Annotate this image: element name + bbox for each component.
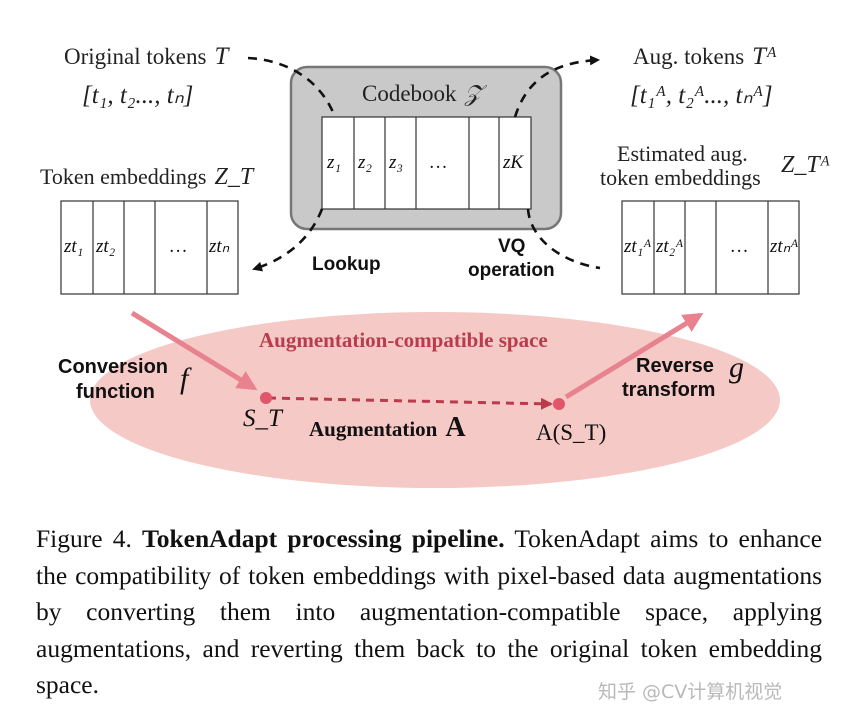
codebook-to-aug-arrow (513, 55, 600, 118)
vq-label-line2: operation (468, 260, 555, 281)
codebook-cell-z1: z₁ (326, 152, 341, 173)
codebook-cell-ellipsis: … (430, 152, 447, 173)
s-t-dot (260, 392, 272, 404)
token-cell-zt2: zt₂ (95, 236, 116, 257)
estimated-cell-ztna: ztₙᴬ (769, 236, 798, 257)
conversion-label-line1: Conversion (58, 356, 168, 378)
token-embeddings-cells: zt₁ zt₂ … ztₙ (60, 200, 239, 295)
estimated-label-line1: Estimated aug. (617, 141, 748, 166)
estimated-cell-zt1a: zt₁ᴬ (623, 236, 651, 257)
token-cell-zt1: zt₁ (63, 236, 83, 257)
reverse-label-line1: Reverse (636, 355, 714, 377)
figure-title: TokenAdapt processing pipeline. (142, 524, 505, 553)
estimated-cell-ellipsis: … (731, 236, 748, 257)
figure-number: Figure 4. (36, 524, 132, 553)
codebook-cell-z2: z₂ (357, 152, 372, 173)
aug-tokens-list: [t₁ᴬ, t₂ᴬ..., tₙᴬ] (630, 82, 773, 109)
figure-body: TokenAdapt aims to enhance the compatibi… (36, 524, 823, 699)
watermark: 知乎 @CV计算机视觉 (598, 681, 783, 703)
estimated-label-line2: token embeddings (600, 165, 761, 190)
conversion-arrow (130, 310, 258, 391)
conversion-label-line2: function (76, 381, 155, 403)
a-st-dot (553, 398, 565, 410)
s-t-label: S_T (243, 405, 284, 432)
original-tokens-list: [t₁, t₂..., tₙ] (82, 82, 193, 109)
vq-label-line1: VQ (498, 236, 525, 257)
estimated-cells: zt₁ᴬ zt₂ᴬ … ztₙᴬ (621, 200, 800, 295)
lookup-label: Lookup (312, 254, 381, 275)
reverse-arrow (564, 312, 704, 400)
reverse-symbol: g (729, 351, 744, 384)
codebook-cells: z₁ z₂ z₃ … zK (321, 116, 532, 210)
original-to-codebook-connector (247, 56, 337, 118)
a-st-label: A(S_T) (536, 420, 606, 445)
space-label: Augmentation-compatible space (259, 328, 548, 352)
augmentation-arrow (267, 396, 553, 410)
vq-connector (526, 208, 601, 270)
figure-caption: Figure 4. TokenAdapt processing pipeline… (36, 521, 822, 704)
estimated-cell-zt2a: zt₂ᴬ (655, 236, 683, 257)
codebook-cell-z3: z₃ (388, 152, 403, 173)
token-cell-ellipsis: … (170, 236, 187, 257)
reverse-label-line2: transform (622, 379, 715, 401)
token-cell-ztn: ztₙ (208, 236, 230, 257)
codebook-cell-zk: zK (502, 152, 524, 173)
estimated-symbol: Z_Tᴬ (781, 152, 830, 178)
augmentation-space-ellipse (90, 312, 780, 488)
lookup-arrow (252, 208, 324, 272)
